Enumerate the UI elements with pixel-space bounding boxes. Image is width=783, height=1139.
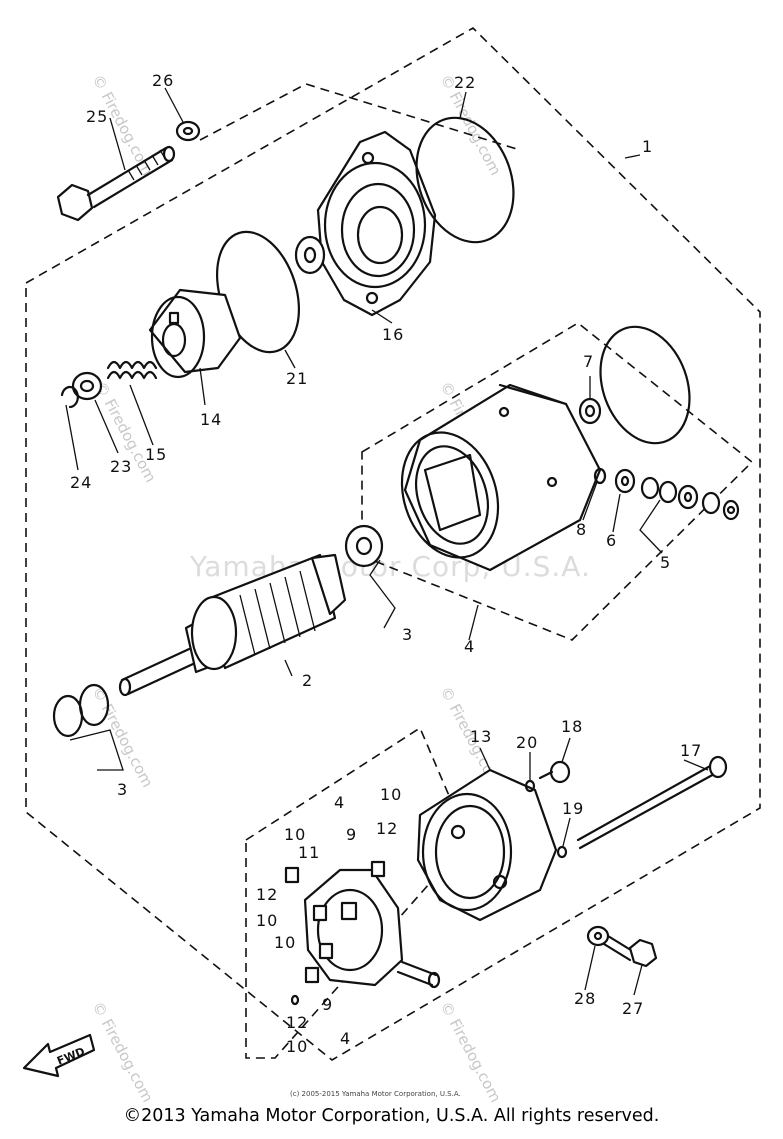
callout-6: 6 (606, 531, 617, 550)
washer-26 (175, 120, 201, 142)
callout-4: 4 (464, 637, 475, 656)
terminal-o-ring-8 (593, 467, 607, 485)
callout-brush-11: 11 (298, 843, 320, 862)
callout-brush-10: 10 (286, 1037, 308, 1056)
bolt-27 (602, 934, 658, 968)
leader-lines (65, 87, 709, 996)
callout-14: 14 (200, 410, 222, 429)
callout-brush-12: 12 (286, 1013, 308, 1032)
callout-13: 13 (470, 727, 492, 746)
callout-8: 8 (576, 520, 587, 539)
callout-17: 17 (680, 741, 702, 760)
armature-2 (118, 553, 347, 697)
callout-19: 19 (562, 799, 584, 818)
callout-7: 7 (583, 352, 594, 371)
washer-23 (71, 371, 103, 401)
terminal-washer-6 (614, 468, 636, 494)
callout-25: 25 (86, 107, 108, 126)
callout-brush-10: 10 (256, 911, 278, 930)
callout-brush-12: 12 (376, 819, 398, 838)
fwd-arrow: FWD (22, 1033, 96, 1078)
yoke-o-ring (599, 325, 691, 445)
callout-labels: 1 2 3 3 4 5 6 7 8 13 14 15 16 17 18 19 2… (70, 71, 702, 1056)
clutch-14 (148, 288, 242, 379)
callout-26: 26 (152, 71, 174, 90)
firedog-watermark: © Firedog.com (88, 998, 156, 1105)
firedog-watermark: © Firedog.com (88, 683, 156, 790)
rear-cover-13 (416, 768, 558, 922)
center-watermark: Yamaha Motor Corp, U.S.A. (189, 550, 591, 583)
small-credit-text: (c) 2005-2015 Yamaha Motor Corporation, … (290, 1090, 461, 1098)
callout-brush-12: 12 (256, 885, 278, 904)
callout-16: 16 (382, 325, 404, 344)
washer-3-lower (52, 683, 110, 738)
front-cover-16 (316, 130, 437, 317)
through-bolt-17 (576, 755, 728, 850)
assembly-boundaries (25, 27, 761, 1061)
starter-assembly-outline (25, 27, 761, 1061)
washer-20 (524, 779, 536, 793)
oil-seal (294, 235, 326, 275)
callout-22: 22 (454, 73, 476, 92)
yoke-4 (400, 383, 602, 572)
circlip-24 (60, 385, 79, 409)
washer-19 (556, 845, 568, 859)
callout-brush-9: 9 (346, 825, 357, 844)
callout-24: 24 (70, 473, 92, 492)
o-ring-22 (415, 116, 515, 244)
spring-15 (106, 360, 158, 380)
terminal-nut-7 (578, 397, 602, 425)
callout-27: 27 (622, 999, 644, 1018)
callout-23: 23 (110, 457, 132, 476)
callout-2: 2 (302, 671, 313, 690)
bolt-25 (56, 145, 176, 222)
callout-21: 21 (286, 369, 308, 388)
callout-18: 18 (561, 717, 583, 736)
brush-holder (284, 860, 441, 1006)
callout-3: 3 (117, 780, 128, 799)
callout-15: 15 (145, 445, 167, 464)
callout-3: 3 (402, 625, 413, 644)
callout-brush-4: 4 (340, 1029, 351, 1048)
callout-brush-10: 10 (380, 785, 402, 804)
callout-brush-10: 10 (284, 825, 306, 844)
brush-holder-group-outline (245, 726, 469, 1059)
yoke-group-outline (361, 322, 754, 641)
callout-28: 28 (574, 989, 596, 1008)
washer-28 (586, 925, 610, 947)
callout-5: 5 (660, 553, 671, 572)
callout-brush-4: 4 (334, 793, 345, 812)
callout-20: 20 (516, 733, 538, 752)
callout-brush-10: 10 (274, 933, 296, 952)
terminal-bolt-18 (538, 760, 571, 784)
washer-3-upper (344, 524, 384, 568)
callout-1: 1 (642, 137, 653, 156)
copyright-notice: ©2013 Yamaha Motor Corporation, U.S.A. A… (123, 1106, 660, 1126)
terminal-washers-5 (640, 476, 740, 521)
callout-brush-9: 9 (322, 995, 333, 1014)
